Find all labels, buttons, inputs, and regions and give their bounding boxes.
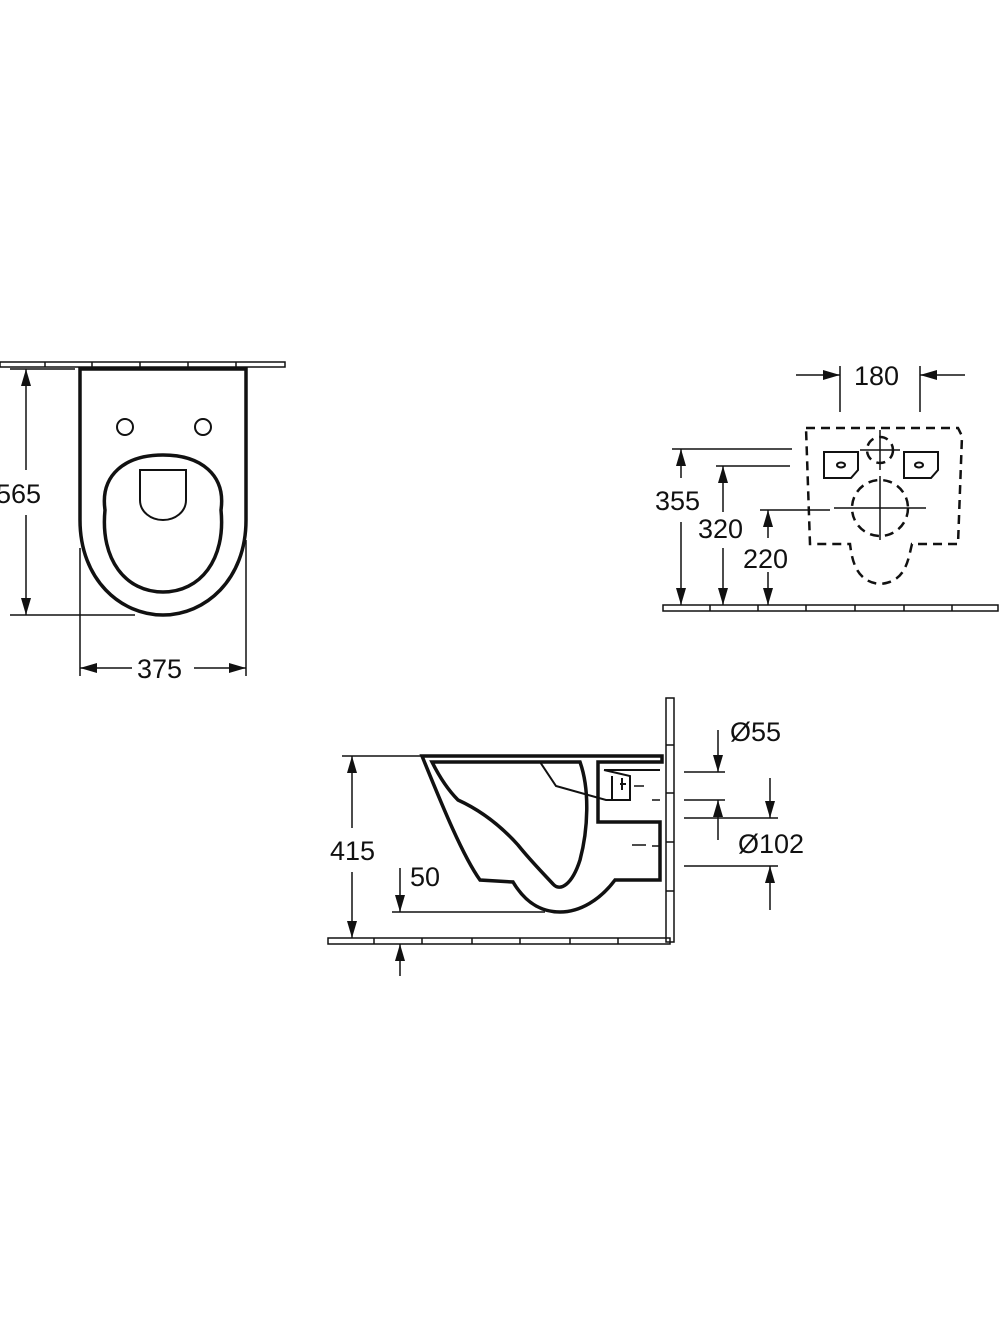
wall-view-floor-line — [662, 604, 999, 612]
dimension-depth-label: 565 — [0, 479, 41, 509]
dimension-depth — [10, 368, 135, 616]
dimension-rim-height-label: 415 — [330, 836, 375, 866]
side-view-flush-inlet — [604, 769, 660, 800]
dimension-outlet — [684, 778, 778, 910]
dimension-height-220-label: 220 — [743, 544, 788, 574]
dimension-bottom-clearance — [392, 868, 545, 976]
top-view-water-surface — [139, 469, 187, 522]
side-view-pan-inner — [429, 760, 589, 889]
side-view: Ø55 Ø102 415 50 — [327, 697, 804, 976]
dimension-height-220 — [760, 509, 830, 605]
top-view-bowl-opening — [102, 453, 224, 594]
dimension-width — [79, 540, 247, 676]
top-view-pan-outline — [78, 367, 248, 617]
dimension-height-355-label: 355 — [655, 486, 700, 516]
wall-view-pan-outline — [804, 426, 964, 586]
side-view-pan-outer — [419, 754, 664, 914]
dimension-width-label: 375 — [137, 654, 182, 684]
wall-view-fixing-hole-right — [914, 461, 924, 469]
top-view-fixing-hole-right — [194, 418, 212, 436]
dimension-fixing-spacing-label: 180 — [854, 361, 899, 391]
dimension-height-320 — [716, 465, 790, 605]
dimension-fixing-spacing — [796, 366, 965, 412]
wall-view-fixing-left — [823, 451, 859, 479]
dimension-height-320-label: 320 — [698, 514, 743, 544]
dimension-bottom-clearance-label: 50 — [410, 862, 440, 892]
dimension-inlet — [684, 730, 725, 840]
side-view-trap-detail — [539, 761, 631, 801]
wall-view-fixing-hole-left — [836, 461, 846, 469]
wall-view-fixing-right — [903, 451, 939, 479]
side-view-wall — [665, 697, 675, 943]
top-view-wall-line — [0, 361, 286, 368]
dimension-rim-height — [342, 755, 422, 938]
dimension-height-355 — [672, 448, 792, 605]
top-view: 565 375 — [0, 361, 286, 684]
top-view-fixing-hole-left — [116, 418, 134, 436]
dimension-outlet-label: Ø102 — [738, 829, 804, 859]
dimension-inlet-label: Ø55 — [730, 717, 781, 747]
side-view-floor — [327, 937, 671, 945]
wall-view: 180 355 320 220 — [655, 361, 999, 612]
